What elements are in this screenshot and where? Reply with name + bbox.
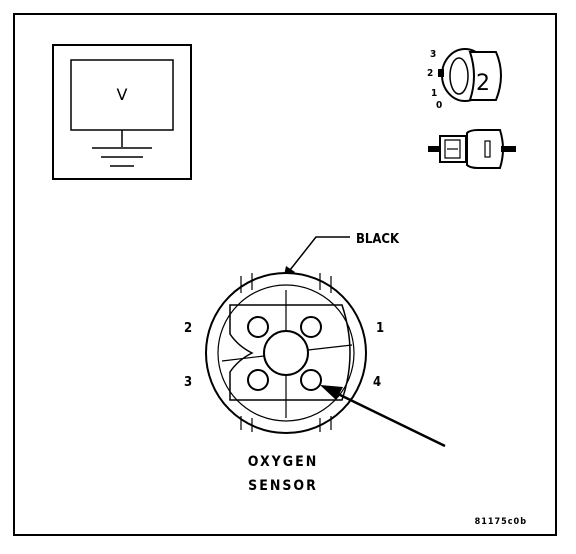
wire-color-label: BLACK xyxy=(356,232,400,247)
switch-position-3: 3 xyxy=(430,49,436,60)
sensor-label-line2: SENSOR xyxy=(248,478,318,494)
switch-position-0: 0 xyxy=(436,100,442,111)
ground-icon xyxy=(92,147,152,167)
probe-arrow-icon xyxy=(320,385,446,448)
switch-position-1: 1 xyxy=(431,88,437,99)
pin-2-label: 2 xyxy=(184,321,192,336)
voltmeter: V xyxy=(52,44,192,180)
figure-id: 81175c0b xyxy=(475,517,527,527)
pin-4-label: 4 xyxy=(373,375,381,390)
pin-1-label: 1 xyxy=(376,321,384,336)
sensor-label-line1: OXYGEN xyxy=(248,454,319,470)
pin-3-label: 3 xyxy=(184,375,192,390)
voltmeter-display: V xyxy=(117,85,128,104)
wire-color-callout: BLACK xyxy=(283,232,400,280)
pin-1-cavity xyxy=(300,316,322,338)
oxygen-sensor-connector: 1 2 3 4 xyxy=(184,272,384,434)
connector-plug-icon xyxy=(428,129,516,169)
pin-4-cavity xyxy=(300,369,322,391)
ignition-switch-icon: 3 2 1 0 2 xyxy=(427,48,502,111)
pin-2-cavity xyxy=(247,316,269,338)
switch-position-2: 2 xyxy=(427,68,433,79)
voltmeter-body xyxy=(52,44,192,180)
pin-3-cavity xyxy=(247,369,269,391)
switch-selected-position: 2 xyxy=(476,71,490,96)
